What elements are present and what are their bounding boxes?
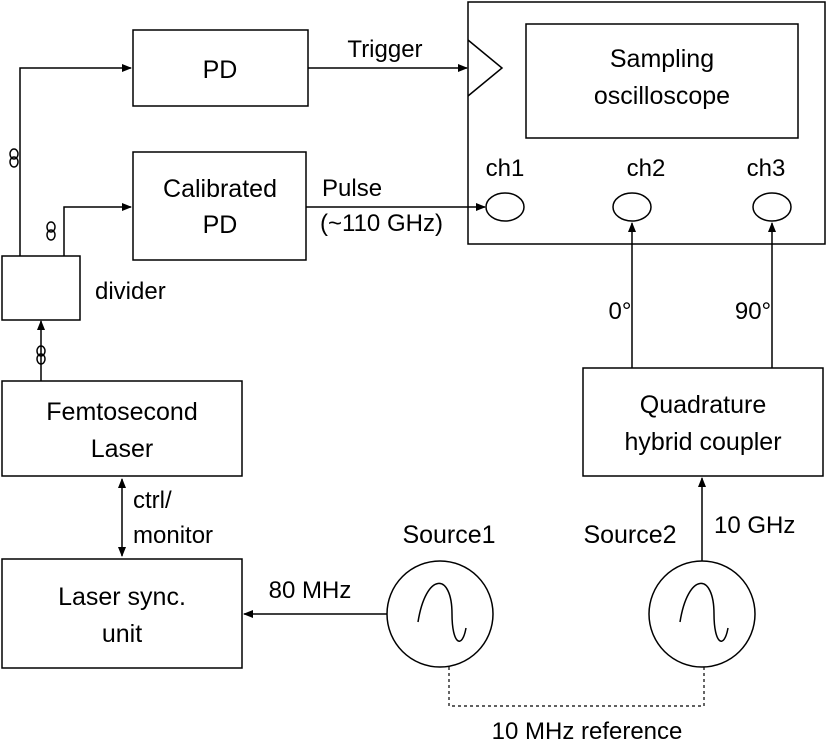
phase-0-label: 0° — [609, 298, 632, 325]
ch3-port — [752, 192, 792, 222]
calibrated-pd-label-line1: Calibrated — [163, 175, 277, 203]
divider-to-pd-fiber — [19, 64, 132, 256]
80mhz-label: 80 MHz — [269, 577, 352, 604]
pulse-label-line2: (~110 GHz) — [320, 210, 443, 237]
source2-label: Source2 — [583, 521, 676, 549]
oscilloscope-label-line1: Sampling — [610, 45, 714, 73]
ch2-port — [612, 192, 652, 222]
ctrl-label-line1: ctrl/ — [133, 487, 172, 514]
sync-label-line2: unit — [102, 620, 142, 648]
divider-block: divider — [1, 255, 166, 321]
ctrl-label-line2: monitor — [133, 522, 213, 549]
sync-label-line1: Laser sync. — [58, 583, 186, 611]
pd-label: PD — [203, 56, 238, 84]
fiber-coil-icon — [36, 345, 46, 365]
trigger-input-port — [467, 39, 504, 97]
laser-label-line2: Laser — [91, 435, 154, 463]
fiber-coil-icon — [9, 148, 19, 168]
source1-label: Source1 — [402, 521, 495, 549]
ch1-port — [485, 192, 525, 222]
oscilloscope-display — [525, 23, 799, 139]
oscilloscope-frame: Sampling oscilloscope ch1 ch2 ch3 — [467, 1, 826, 245]
ch1-label: ch1 — [486, 155, 525, 182]
calibrated-pd-block: Calibrated PD — [132, 151, 307, 261]
source1-sine-icon — [417, 582, 467, 642]
divider-label: divider — [95, 278, 166, 305]
phase-90-label: 90° — [735, 298, 771, 325]
pd-block: PD — [132, 29, 309, 107]
source2: Source2 — [583, 521, 756, 668]
fiber-coil-icon — [46, 221, 56, 241]
femtosecond-laser-block: Femtosecond Laser — [1, 380, 243, 477]
calibrated-pd-label-line2: PD — [203, 211, 238, 239]
ch2-label: ch2 — [627, 155, 666, 182]
laser-label-line1: Femtosecond — [46, 398, 197, 426]
pulse-label-line1: Pulse — [322, 175, 382, 202]
10ghz-label: 10 GHz — [714, 512, 795, 539]
source2-sine-icon — [679, 582, 729, 642]
oscilloscope-label-line2: oscilloscope — [594, 82, 730, 110]
trigger-label: Trigger — [347, 36, 422, 63]
quadrature-coupler-block: Quadrature hybrid coupler — [582, 367, 824, 477]
laser-sync-unit-block: Laser sync. unit — [1, 558, 243, 669]
divider-to-calibrated-pd-fiber — [63, 203, 132, 256]
reference-label: 10 MHz reference — [492, 718, 683, 744]
ch3-label: ch3 — [747, 155, 786, 182]
coupler-label-line2: hybrid coupler — [624, 428, 781, 456]
source1: Source1 — [386, 521, 496, 668]
reference-link — [448, 667, 705, 707]
coupler-label-line1: Quadrature — [640, 391, 766, 419]
